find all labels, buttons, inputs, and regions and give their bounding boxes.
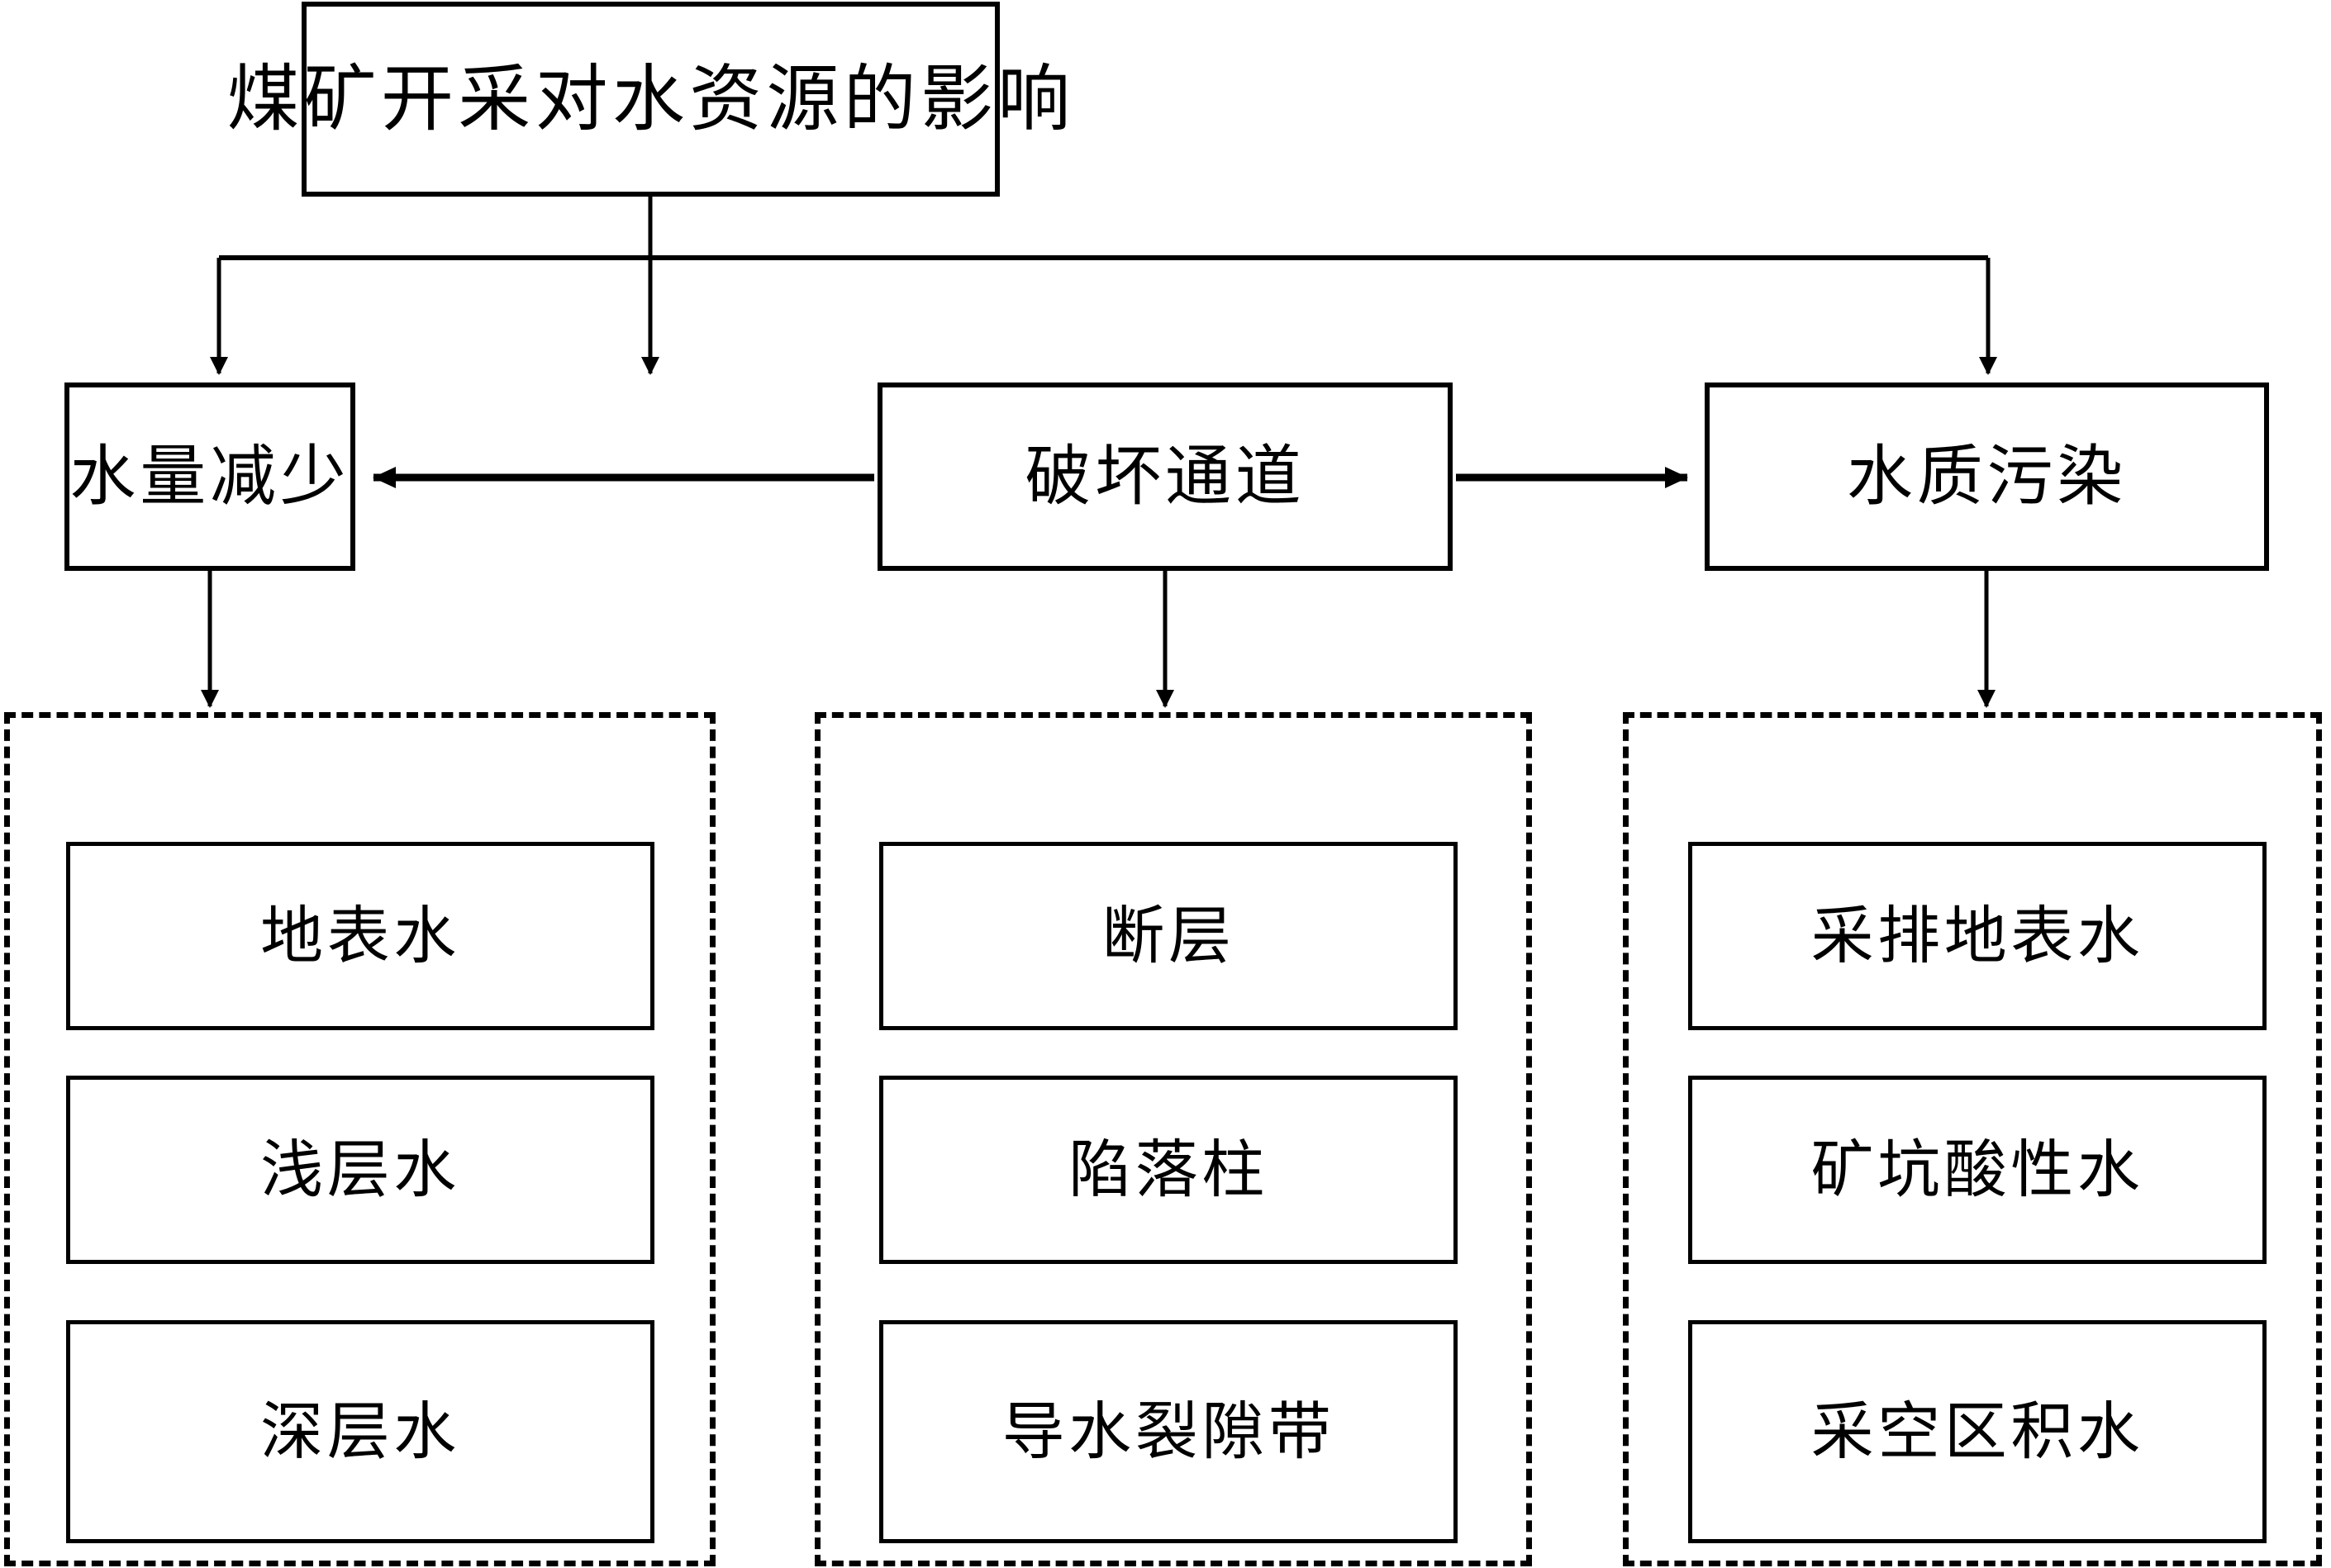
node-water-quantity-reduction[interactable]: 水量减少 (64, 382, 355, 571)
leaf-deep-water[interactable]: 深层水 (66, 1320, 654, 1543)
group-channel-container (815, 712, 1532, 1566)
leaf-acid-mine-water[interactable]: 矿坑酸性水 (1688, 1076, 2267, 1264)
root-node[interactable]: 煤矿开采对水资源的影响 (226, 2, 1070, 197)
leaf-surface-water[interactable]: 地表水 (66, 842, 654, 1030)
leaf-fault[interactable]: 断层 (879, 842, 1458, 1030)
leaf-mined-discharged-surface-water[interactable]: 采排地表水 (1688, 842, 2267, 1030)
leaf-shallow-water[interactable]: 浅层水 (66, 1076, 654, 1264)
leaf-water-conducting-fracture-zone[interactable]: 导水裂隙带 (879, 1320, 1458, 1543)
leaf-collapse-column[interactable]: 陷落柱 (879, 1076, 1458, 1264)
group-water-quantity-container (4, 712, 716, 1566)
node-channel-destruction[interactable]: 破坏通道 (878, 382, 1453, 571)
leaf-goaf-accumulated-water[interactable]: 采空区积水 (1688, 1320, 2267, 1543)
node-water-quality-pollution[interactable]: 水质污染 (1705, 382, 2269, 571)
group-pollution-container (1623, 712, 2322, 1566)
